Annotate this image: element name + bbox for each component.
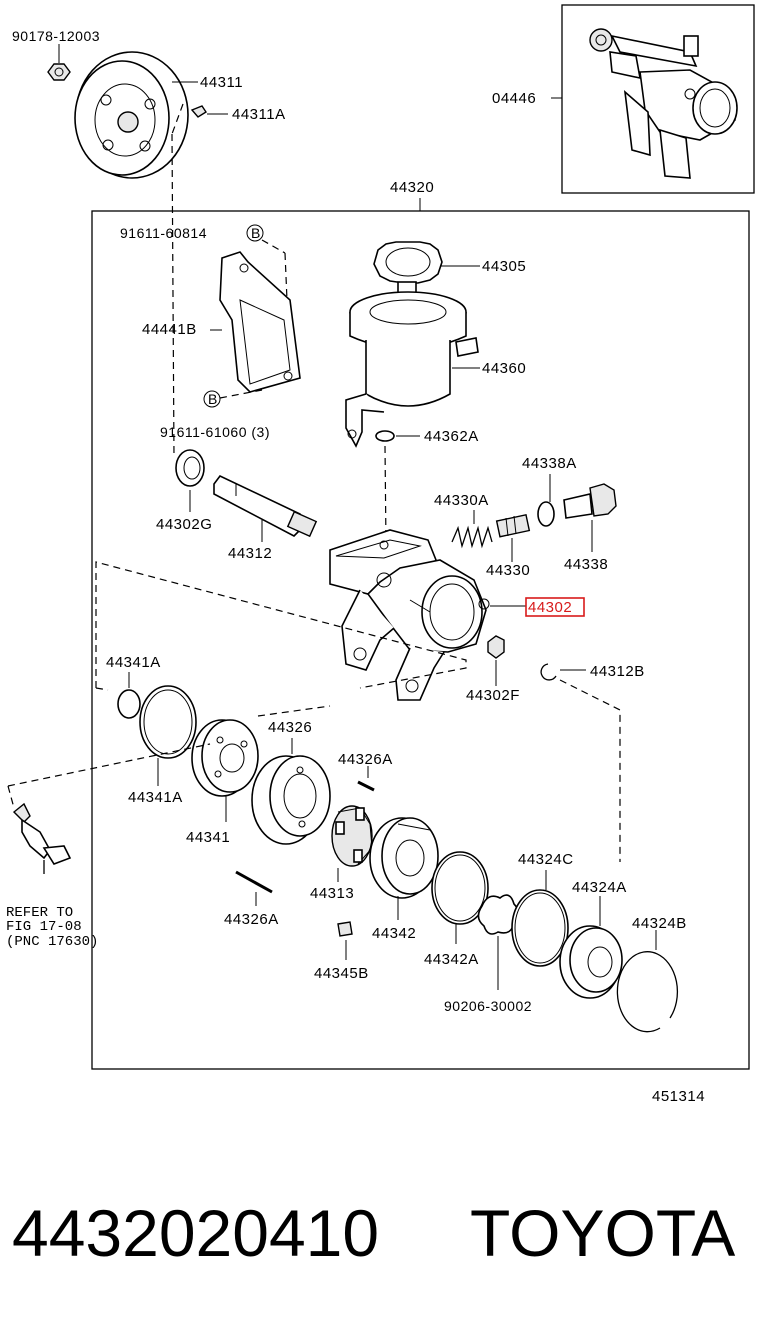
nut-90178[interactable]	[47, 63, 71, 81]
footer-part-number: 4432020410	[12, 1196, 379, 1270]
bearing-44302G[interactable]	[175, 449, 205, 487]
label-44326A-upper: 44326A	[338, 751, 393, 768]
label-44311A: 44311A	[232, 106, 286, 123]
pin-44326A-upper[interactable]	[357, 780, 375, 792]
vane-44345B[interactable]	[337, 921, 353, 937]
cap-44305[interactable]	[373, 241, 443, 299]
cover-44324A[interactable]	[559, 925, 623, 999]
label-44302[interactable]: 44302	[528, 599, 572, 616]
refer-line-3: (PNC 17630)	[6, 934, 98, 950]
label-04446: 04446	[492, 90, 536, 107]
oring-44341A-large[interactable]	[139, 685, 197, 759]
label-44330A: 44330A	[434, 492, 489, 509]
bracket-44441B[interactable]	[219, 251, 301, 393]
spring-44330A[interactable]	[451, 525, 493, 549]
cam-ring-44326[interactable]	[251, 755, 331, 845]
plate-44341[interactable]	[191, 719, 259, 797]
label-44324A: 44324A	[572, 879, 627, 896]
label-44360: 44360	[482, 360, 526, 377]
oring-44341A-small[interactable]	[117, 689, 141, 719]
diagram-ref-code: 451314	[652, 1088, 705, 1105]
pump-body-44320[interactable]	[329, 529, 490, 701]
pressure-switch[interactable]	[12, 802, 72, 874]
rotor-44313[interactable]	[331, 805, 373, 867]
oring-44324C[interactable]	[511, 889, 569, 967]
label-44302F: 44302F	[466, 687, 520, 704]
label-44305: 44305	[482, 258, 526, 275]
label-44313: 44313	[310, 885, 354, 902]
inset-frame	[561, 4, 755, 194]
label-44326A-lower: 44326A	[224, 911, 279, 928]
oring-44342A[interactable]	[431, 851, 489, 925]
oring-44338A[interactable]	[537, 501, 555, 527]
label-44320: 44320	[390, 179, 434, 196]
label-44341: 44341	[186, 829, 230, 846]
label-44326: 44326	[268, 719, 312, 736]
shaft-44312[interactable]	[213, 474, 318, 538]
label-44345B: 44345B	[314, 965, 369, 982]
label-44324C: 44324C	[518, 851, 574, 868]
label-44342: 44342	[372, 925, 416, 942]
label-44302G: 44302G	[156, 516, 212, 533]
label-90178-12003: 90178-12003	[12, 28, 100, 44]
label-44324B: 44324B	[632, 915, 687, 932]
pin-44326A-lower[interactable]	[235, 870, 273, 894]
mark-B-lower: B	[208, 391, 218, 407]
label-44312: 44312	[228, 545, 272, 562]
reservoir-44360[interactable]	[345, 291, 479, 448]
label-44330: 44330	[486, 562, 530, 579]
label-44312B: 44312B	[590, 663, 645, 680]
snap-ring-44312B[interactable]	[540, 663, 557, 681]
pulley-44311[interactable]	[74, 51, 189, 179]
highlight-44302[interactable]	[525, 597, 585, 617]
key-44311A[interactable]	[190, 105, 207, 118]
label-91611-60814: 91611-60814	[120, 225, 207, 241]
label-44362A: 44362A	[424, 428, 479, 445]
valve-44330[interactable]	[495, 514, 531, 538]
label-44342A: 44342A	[424, 951, 479, 968]
label-44311: 44311	[200, 74, 243, 91]
label-44341A-small: 44341A	[106, 654, 161, 671]
gasket-kit-04446[interactable]	[589, 28, 738, 179]
label-44441B: 44441B	[142, 321, 197, 338]
refer-line-2: FIG 17-08	[6, 919, 82, 935]
label-90206-30002: 90206-30002	[444, 998, 532, 1014]
mark-B-upper: B	[251, 225, 261, 241]
plug-44338[interactable]	[563, 483, 617, 519]
footer-brand: TOYOTA	[470, 1196, 735, 1270]
snap-ring-44324B[interactable]	[616, 951, 678, 1033]
label-44338: 44338	[564, 556, 608, 573]
label-44338A: 44338A	[522, 455, 577, 472]
label-91611-61060: 91611-61060 (3)	[160, 424, 270, 440]
oring-44362A[interactable]	[375, 430, 395, 442]
refer-line-1: REFER TO	[6, 905, 73, 921]
label-44341A-large: 44341A	[128, 789, 183, 806]
washer-44302F[interactable]	[487, 635, 505, 659]
side-plate-44342[interactable]	[369, 817, 439, 899]
